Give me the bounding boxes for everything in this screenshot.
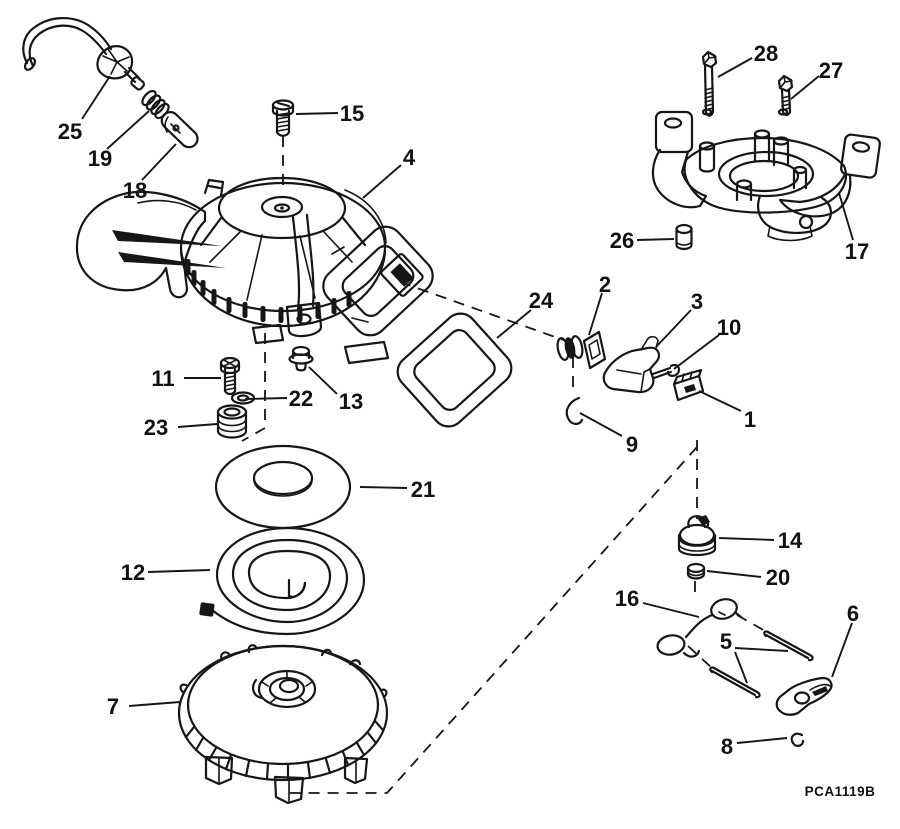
callout-leader-23: [177, 423, 218, 428]
callout-leader-8: [736, 737, 788, 744]
callout-label-26: 26: [610, 228, 634, 253]
callout-label-19: 19: [88, 146, 112, 171]
callout-leader-25: [81, 75, 111, 120]
part-25-cable-knob-drawing: [22, 17, 146, 91]
callout-label-9: 9: [626, 432, 638, 457]
part-6-pawl-drawing: [775, 676, 833, 716]
part-3-latch-drawing: [602, 335, 661, 394]
callout-leader-20: [706, 570, 762, 578]
callout-leader-7: [128, 701, 181, 707]
callout-label-12: 12: [121, 560, 145, 585]
part-23-spacer-drawing: [216, 404, 248, 439]
part-26-bushing-drawing: [675, 223, 693, 251]
callout-label-6: 6: [847, 601, 859, 626]
callout-label-25: 25: [58, 119, 82, 144]
callout-label-23: 23: [144, 415, 168, 440]
callout-label-13: 13: [339, 389, 363, 414]
callout-label-15: 15: [340, 101, 364, 126]
callout-leader-18: [141, 143, 177, 181]
callout-leader-22: [244, 397, 288, 400]
assembly-axis-lines: [241, 136, 768, 794]
callout-leader-3: [655, 309, 692, 348]
part-10-clip-drawing: [651, 364, 681, 380]
callout-label-21: 21: [411, 477, 435, 502]
callout-label-17: 17: [845, 239, 869, 264]
part-27-bolt-drawing: [777, 74, 794, 117]
diagram-artwork: [22, 17, 881, 805]
housing-handle-plate: [322, 225, 434, 337]
callout-leader-6: [831, 622, 853, 678]
callout-label-8: 8: [721, 734, 733, 759]
callout-leader-5: [734, 651, 748, 684]
callout-leader-14: [718, 537, 775, 541]
pulley-ribs: [179, 644, 388, 782]
callout-leader-24: [496, 309, 532, 339]
part-19-spring-drawing: [141, 89, 170, 120]
housing-vent-slots: [185, 259, 352, 323]
part-5-springs-drawing: [709, 630, 814, 699]
part-24-seal-drawing: [396, 312, 513, 428]
part-14-cap-drawing: [677, 515, 717, 557]
callout-label-14: 14: [778, 528, 803, 553]
part-17-bracket-drawing: [651, 108, 881, 242]
callout-leader-1: [698, 390, 742, 412]
image-code: PCA1119B: [805, 784, 876, 799]
callout-leader-4: [362, 164, 402, 199]
callout-label-24: 24: [529, 288, 554, 313]
callout-leader-17: [838, 192, 854, 241]
part-11-screw-drawing: [219, 356, 241, 396]
callout-label-27: 27: [819, 58, 843, 83]
callout-leader-26: [636, 238, 675, 241]
callout-label-22: 22: [289, 386, 313, 411]
callout-label-3: 3: [691, 289, 703, 314]
part-8-clip-drawing: [790, 732, 805, 747]
callout-label-4: 4: [403, 145, 416, 170]
part-20-nut-drawing: [686, 562, 706, 580]
part-7-pulley-drawing: [177, 644, 389, 805]
callout-leader-16: [642, 602, 700, 618]
callout-label-7: 7: [107, 694, 119, 719]
callout-label-16: 16: [615, 586, 639, 611]
callout-leader-27: [790, 75, 820, 100]
part-15-bolt-drawing: [271, 99, 295, 137]
part-9-hook-drawing: [565, 396, 584, 425]
callout-label-28: 28: [754, 41, 778, 66]
callout-label-20: 20: [766, 565, 790, 590]
callout-leader-19: [106, 110, 150, 150]
callout-label-10: 10: [717, 315, 741, 340]
callout-leader-15: [295, 112, 339, 115]
callout-label-2: 2: [599, 272, 611, 297]
part-2-grommet-drawing: [556, 330, 607, 370]
callout-leader-9: [579, 412, 623, 437]
callout-label-1: 1: [744, 407, 756, 432]
callout-leader-12: [147, 569, 211, 573]
part-4-housing-drawing: [75, 176, 434, 365]
callout-leader-13: [308, 366, 338, 395]
callout-leader-2: [588, 292, 603, 336]
part-1-block-drawing: [672, 368, 705, 402]
part-28-bolt-drawing: [701, 50, 718, 117]
callout-leader-21: [359, 486, 408, 489]
callout-leader-5: [734, 647, 789, 652]
part-12-spring-drawing: [199, 526, 366, 636]
callout-label-11: 11: [151, 366, 174, 391]
part-13-screw-drawing: [288, 345, 314, 372]
callout-leader-10: [673, 334, 720, 370]
callout-label-18: 18: [123, 178, 147, 203]
part-18-sleeve-drawing: [160, 111, 199, 149]
callout-label-5: 5: [720, 629, 732, 654]
callout-leader-28: [717, 57, 753, 78]
part-21-washer-drawing: [214, 444, 352, 530]
